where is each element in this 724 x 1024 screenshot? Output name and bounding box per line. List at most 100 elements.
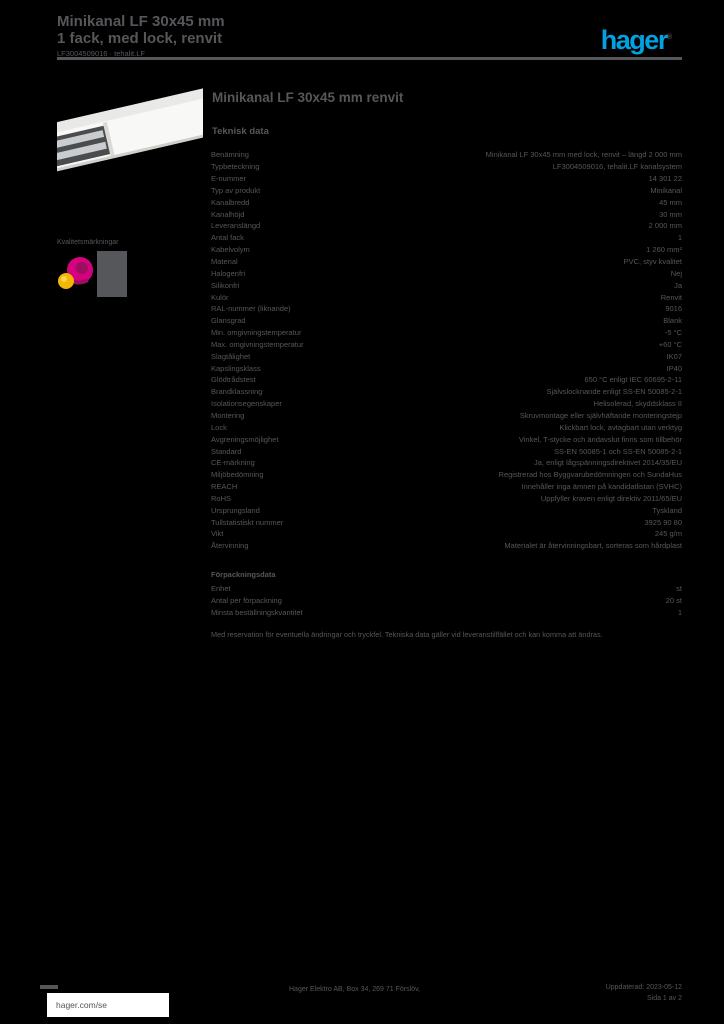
spec-label: Avgreningsmöjlighet [211, 434, 279, 444]
product-title-line1: Minikanal LF 30x45 mm [57, 13, 225, 30]
table-row: Min. omgivningstemperatur -5 °C [211, 327, 682, 339]
spec-label: Silikonfri [211, 280, 240, 290]
table-row: Tullstatistiskt nummer 3925 90 80 [211, 516, 682, 528]
spec-label: Benämning [211, 150, 249, 160]
spec-value: Självslocknande enligt SS-EN 50085-2-1 [546, 387, 683, 397]
spec-value: 245 g/m [654, 529, 682, 539]
table-row: Kanalhöjd 30 mm [211, 208, 682, 220]
table-row: Vikt 245 g/m [211, 528, 682, 540]
page-number: Sida 1 av 2 [646, 994, 682, 1002]
spec-label: Kanalbredd [211, 197, 250, 207]
table-row: Antal per förpackning 20 st [211, 595, 682, 607]
website-link[interactable]: hager.com/se [56, 1000, 108, 1010]
hager-logo: hager® [601, 24, 672, 54]
spec-label: Antal fack [211, 233, 244, 243]
table-row: Ursprungsland Tyskland [211, 504, 682, 516]
trunking-slot-2 [44, 141, 107, 163]
spec-label: Isolationsegenskaper [211, 399, 282, 409]
spec-value: Klickbart lock, avtagbart utan verktyg [559, 422, 682, 432]
product-title-line2: 1 fack, med lock, renvit [57, 29, 223, 47]
company-address: Hager Elektro AB, Box 34, 269 71 Förslöv… [289, 986, 420, 993]
spec-value: +60 °C [658, 339, 682, 349]
table-row: Material PVC, styv kvalitet [211, 256, 682, 268]
trunking-lid-edge [102, 121, 115, 158]
spec-label: Kulör [211, 292, 229, 302]
spec-value: Ja, enligt lågspänningsdirektivet 2014/3… [533, 458, 682, 468]
spec-label: REACH [211, 482, 238, 492]
section-heading-technical-data: Teknisk data [212, 126, 269, 137]
table-row: Leveranslängd 2 000 mm [211, 220, 682, 232]
spec-value: 45 mm [659, 197, 682, 207]
updated-date: Uppdaterad: 2023-05-12 [605, 984, 682, 991]
spec-label: Vikt [211, 529, 224, 539]
spec-label: Slagtålighet [211, 351, 251, 361]
spec-value: 1 [677, 233, 682, 243]
spec-label: Montering [211, 410, 245, 420]
spec-value: Tyskland [652, 505, 682, 515]
spec-value: Helisolerad, skyddsklass II [593, 399, 682, 409]
disclaimer-footnote: Med reservation för eventuella ändringar… [211, 630, 603, 639]
trunking-top-face [36, 86, 215, 138]
table-row: REACH Innehåller inga ämnen på kandidatl… [211, 481, 682, 493]
table-row: Kulör Renvit [211, 291, 682, 303]
spec-value: PVC, styv kvalitet [623, 257, 682, 267]
spec-value: Nej [670, 268, 682, 278]
table-row: Glödtrådstest 650 °C enligt IEC 60695-2-… [211, 374, 682, 386]
table-row: Minsta beställningskvantitet 1 [211, 607, 682, 619]
footer-tick-mark [40, 985, 58, 989]
document-title-block: Minikanal LF 30x45 mm 1 fack, med lock, … [57, 13, 225, 59]
spec-value: 3925 90 80 [644, 517, 682, 527]
spec-label: Återvinning [211, 541, 249, 551]
spec-value: IP40 [666, 363, 682, 373]
product-reference: LF3004509016 · tehalit.LF [57, 49, 145, 58]
table-row: Lock Klickbart lock, avtagbart utan verk… [211, 421, 682, 433]
hager-logo-text: hager [600, 25, 669, 55]
registered-trademark-icon: ® [666, 34, 672, 41]
spec-value: Minikanal [650, 185, 682, 195]
spec-value: SS-EN 50085-1 och SS-EN 50085-2-1 [554, 446, 682, 456]
product-image [36, 86, 223, 192]
table-row: Kapslingsklass IP40 [211, 362, 682, 374]
spec-value: Ja [674, 280, 682, 290]
spec-label: Material [211, 257, 238, 267]
table-row: Max. omgivningstemperatur +60 °C [211, 339, 682, 351]
certification-badge-icon [97, 251, 127, 297]
footer-meta-block: Uppdaterad: 2023-05-12 Sida 1 av 2 [606, 983, 682, 1004]
spec-value: 9016 [665, 304, 682, 314]
spec-value: LF3004509016, tehalit.LF kanalsystem [552, 162, 682, 172]
spec-label: Antal per förpackning [211, 596, 282, 606]
certifications-label: Kvalitetsmärkningar [57, 239, 119, 246]
spec-label: Enhet [211, 584, 231, 594]
table-row: Slagtålighet IK07 [211, 350, 682, 362]
spec-label: Brandklassning [211, 387, 263, 397]
trunking-illustration [36, 86, 223, 174]
spec-label: Glansgrad [211, 316, 246, 326]
spec-label: Ursprungsland [211, 505, 260, 515]
spec-label: Typ av produkt [211, 185, 261, 195]
section-heading-packaging: Förpackningsdata [211, 570, 276, 579]
table-row: Återvinning Materialet är återvinningsba… [211, 540, 682, 552]
spec-value: Uppfyller kraven enligt direktiv 2011/65… [540, 493, 682, 503]
table-row: Brandklassning Självslocknande enligt SS… [211, 386, 682, 398]
header-divider [57, 57, 682, 60]
spec-value: -5 °C [664, 328, 682, 338]
table-row: Avgreningsmöjlighet Vinkel, T-stycke och… [211, 433, 682, 445]
packaging-data-table: Enhet st Antal per förpackning 20 st Min… [211, 583, 682, 618]
table-row: Montering Skruvmontage eller självhäftan… [211, 410, 682, 422]
spec-value: 20 st [665, 596, 682, 606]
technical-data-table: Benämning Minikanal LF 30x45 mm med lock… [211, 149, 682, 552]
spec-label: Miljöbedömning [211, 470, 264, 480]
spec-label: RoHS [211, 493, 232, 503]
page-title: Minikanal LF 30x45 mm renvit [212, 90, 404, 105]
table-row: Isolationsegenskaper Helisolerad, skydds… [211, 398, 682, 410]
spec-value: Renvit [660, 292, 682, 302]
table-row: Typbeteckning LF3004509016, tehalit.LF k… [211, 161, 682, 173]
table-row: RoHS Uppfyller kraven enligt direktiv 20… [211, 492, 682, 504]
table-row: Glansgrad Blank [211, 315, 682, 327]
spec-label: Typbeteckning [211, 162, 260, 172]
spec-label: RAL-nummer (liknande) [211, 304, 291, 314]
spec-label: Kabelvolym [211, 245, 250, 255]
spec-label: Kapslingsklass [211, 363, 261, 373]
spec-label: Halogenfri [211, 268, 246, 278]
spec-label: CE-märkning [211, 458, 255, 468]
